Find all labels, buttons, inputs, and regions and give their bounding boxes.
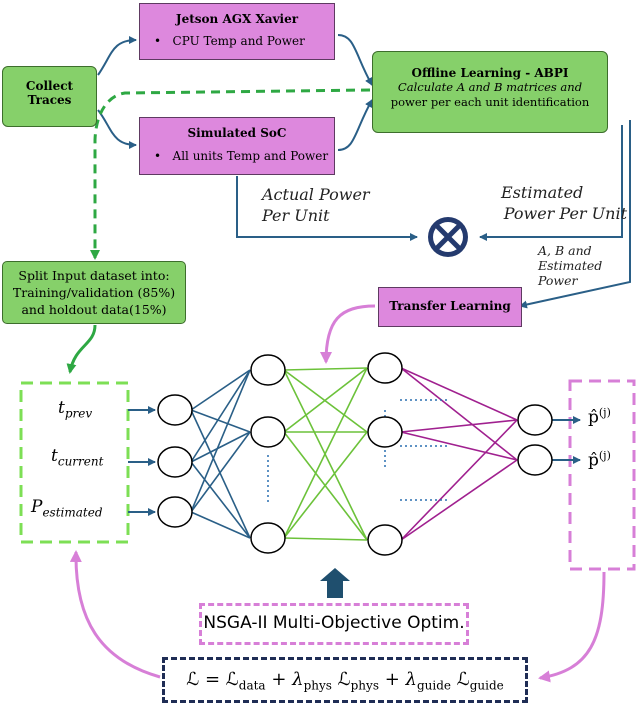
- connection-l1-2-1: [283, 431, 368, 539]
- arrow-offline-to-comparator: [479, 125, 623, 241]
- input-t-prev: tprev: [58, 398, 93, 421]
- jetson-bullet: •: [154, 34, 162, 48]
- actual-power-line2: Per Unit: [262, 206, 330, 225]
- soc-item: All units Temp and Power: [172, 149, 329, 163]
- network-neurons: [157, 352, 553, 556]
- offline-learning-box: Offline Learning - ABPI Calculate A and …: [372, 51, 608, 133]
- transfer-learning-box: Transfer Learning: [378, 287, 522, 327]
- nsga-up-arrow: [320, 568, 350, 598]
- connection-l0-1-0: [190, 369, 251, 463]
- neuron-l2-n1: [367, 416, 403, 448]
- estimated-power-line2: Power Per Unit: [503, 204, 627, 223]
- connection-l2-2-0: [400, 419, 518, 541]
- connection-l2-2-1: [400, 459, 518, 541]
- input-arrows: [128, 406, 156, 516]
- ab-line3: Power: [538, 273, 578, 288]
- transfer-title: Transfer Learning: [389, 299, 511, 313]
- jetson-box: Jetson AGX Xavier • CPU Temp and Power: [139, 3, 335, 60]
- connection-l2-0-1: [400, 367, 518, 461]
- output-frame: [568, 379, 636, 571]
- neuron-l1-n2: [250, 522, 286, 554]
- connection-l0-2-0: [190, 369, 251, 513]
- estimated-power-label: Estimated Power Per Unit: [497, 182, 627, 224]
- hidden-layer-ellipsis: [267, 399, 450, 505]
- arrow-split-to-input: [66, 324, 97, 374]
- arrow-soc-to-comparator: [236, 176, 418, 241]
- actual-power-line1: Actual Power: [262, 185, 370, 204]
- soc-bullet: •: [154, 149, 162, 163]
- collect-traces-line1: Collect: [25, 79, 74, 93]
- ab-line2: Estimated: [538, 258, 603, 273]
- connection-l1-1-0: [283, 367, 368, 433]
- arrow-collect-to-jetson: [97, 36, 137, 76]
- neuron-l1-n1: [250, 416, 286, 448]
- estimated-power-line1: Estimated: [501, 183, 584, 202]
- neuron-l2-n2: [367, 524, 403, 556]
- arrow-soc-to-offline: [337, 99, 373, 151]
- arrow-transfer-to-network: [320, 304, 376, 364]
- neuron-l3-n1: [517, 444, 553, 476]
- connection-l1-0-0: [283, 367, 368, 371]
- output-p-hat-1: p̂(j): [588, 406, 611, 428]
- arrow-jetson-to-offline: [337, 34, 373, 86]
- nsga-optimizer-box: NSGA-II Multi-Objective Optim.: [199, 603, 469, 645]
- offline-title: Offline Learning - ABPI: [411, 66, 569, 80]
- arrow-collect-to-soc: [97, 109, 137, 149]
- connection-l0-0-2: [190, 409, 251, 539]
- jetson-item: CPU Temp and Power: [172, 34, 305, 48]
- arrow-output-to-loss: [538, 571, 606, 683]
- connection-l1-2-0: [283, 367, 368, 539]
- offline-line2: power per each unit identification: [390, 95, 590, 109]
- split-dataset-box: Split Input dataset into: Training/valid…: [2, 261, 186, 324]
- neuron-l0-n1: [157, 446, 193, 478]
- ab-line1: A, B and: [538, 243, 592, 258]
- feedback-arrows: [69, 304, 606, 683]
- connection-l2-1-1: [400, 431, 518, 461]
- connection-l2-1-0: [400, 419, 518, 433]
- input-p-estimated: Pestimated: [31, 497, 103, 520]
- jetson-title: Jetson AGX Xavier: [175, 12, 299, 26]
- loss-equation-box: ℒ = ℒdata + λphys ℒphys + λguide ℒguide: [162, 657, 528, 703]
- connection-l1-2-2: [283, 537, 368, 541]
- simulated-soc-box: Simulated SoC • All units Temp and Power: [139, 117, 335, 175]
- connection-l2-0-0: [400, 367, 518, 421]
- dataset-flow: [90, 88, 371, 260]
- neuron-l0-n0: [157, 394, 193, 426]
- arrow-offline-to-transfer: [519, 120, 631, 309]
- arrow-offline-to-split: [90, 88, 371, 260]
- network-connections: [190, 367, 518, 541]
- neuron-l3-n0: [517, 404, 553, 436]
- actual-power-label: Actual Power Per Unit: [262, 184, 370, 226]
- collect-traces-line2: Traces: [27, 93, 72, 107]
- output-arrows: [552, 416, 581, 464]
- ab-estimated-label: A, B and Estimated Power: [538, 243, 602, 288]
- split-line2: Training/validation (85%): [12, 285, 176, 300]
- connection-l1-0-2: [283, 369, 368, 541]
- connection-l0-1-1: [190, 431, 251, 463]
- collect-traces-box: Collect Traces: [2, 66, 97, 127]
- connection-l0-0-0: [190, 369, 251, 411]
- soc-title: Simulated SoC: [187, 126, 287, 140]
- arrow-loss-to-input: [69, 550, 161, 679]
- split-line1: Split Input dataset into:: [18, 268, 170, 283]
- neuron-l1-n0: [250, 354, 286, 386]
- neuron-l2-n0: [367, 352, 403, 384]
- input-t-current: tcurrent: [51, 446, 104, 469]
- split-line3: and holdout data(15%): [21, 302, 167, 317]
- connection-l0-2-2: [190, 511, 251, 539]
- connection-l0-1-2: [190, 461, 251, 539]
- offline-line1: Calculate A and B matrices and: [397, 80, 583, 94]
- connection-l0-2-1: [190, 431, 251, 513]
- flow-arrows: [97, 34, 631, 309]
- output-p-hat-2: p̂(j): [588, 449, 611, 471]
- neuron-l0-n2: [157, 496, 193, 528]
- comparator-icon: [428, 217, 468, 257]
- connection-l0-0-1: [190, 409, 251, 433]
